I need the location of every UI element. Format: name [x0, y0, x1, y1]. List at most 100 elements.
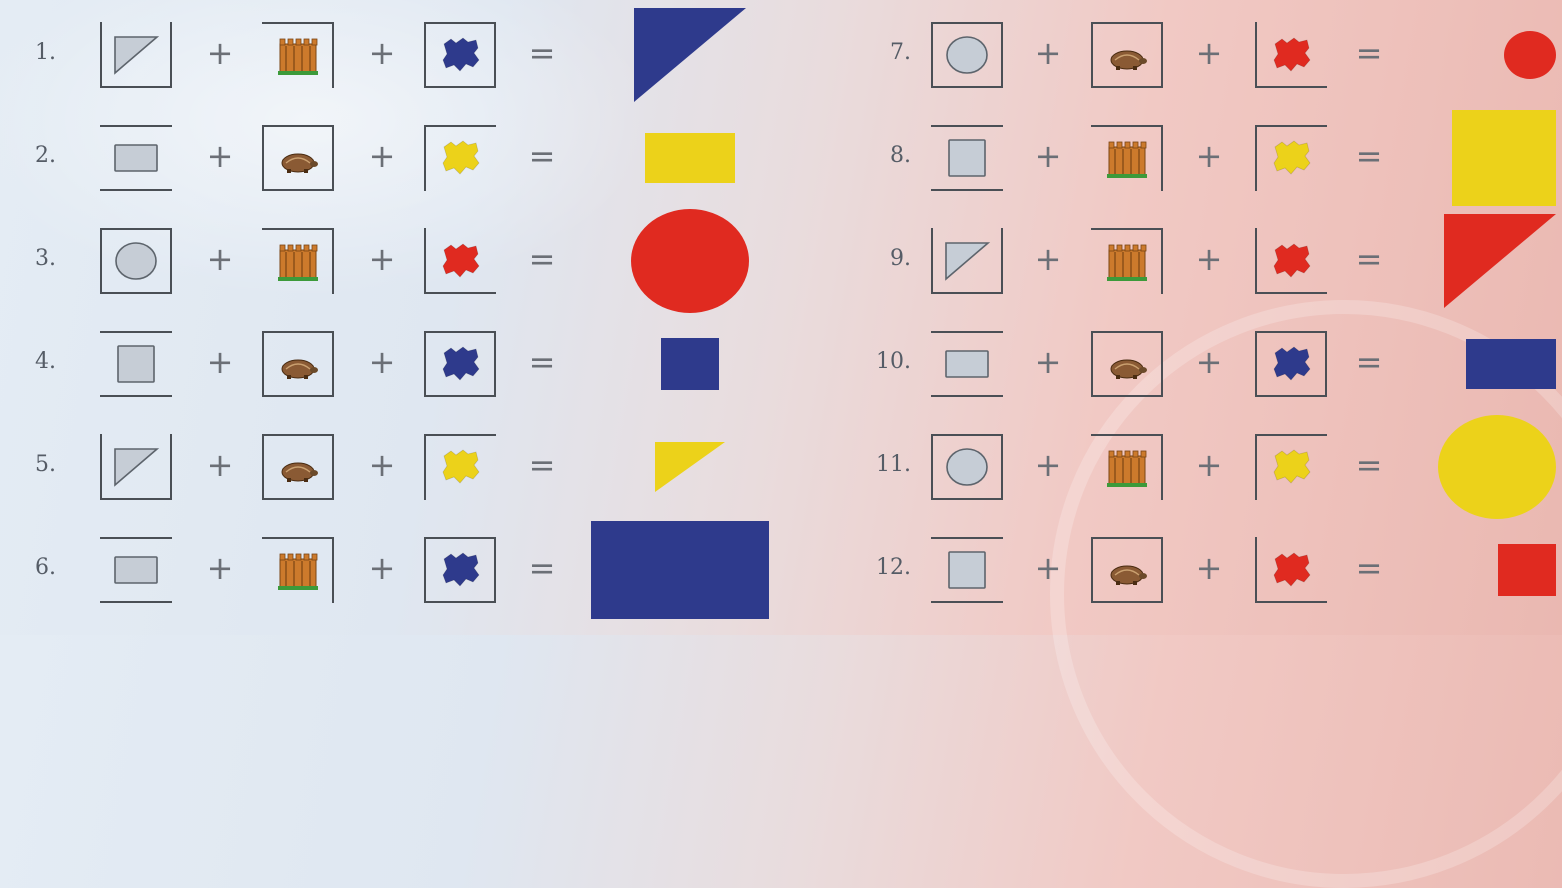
row-number: 8. — [821, 143, 911, 168]
shape-clue-box — [100, 125, 172, 191]
clue-icon-holder — [1267, 137, 1315, 179]
clue-icon-holder — [436, 446, 484, 488]
red-big-circle-shape — [631, 209, 749, 313]
row-number: 12. — [821, 555, 911, 580]
row-number: 11. — [821, 452, 911, 477]
castle-icon — [274, 240, 322, 282]
yellow-big-circle-shape — [1438, 415, 1556, 519]
turtle-icon — [1103, 549, 1151, 591]
size-clue-box — [1091, 22, 1163, 88]
plus-sign: + — [200, 34, 240, 72]
plus-sign: + — [1028, 343, 1068, 381]
shape-clue-box — [931, 331, 1003, 397]
turtle-icon — [274, 137, 322, 179]
plus-sign: + — [362, 343, 402, 381]
color-clue-box — [1255, 331, 1327, 397]
puzzle-row: 4.++= — [0, 311, 781, 416]
red-blob-icon — [1267, 240, 1315, 282]
red-blob-icon — [1267, 34, 1315, 76]
blue-blob-icon — [436, 549, 484, 591]
castle-icon — [1103, 240, 1151, 282]
clue-icon-holder — [274, 343, 322, 385]
shape-clue-box — [931, 228, 1003, 294]
plus-sign: + — [362, 240, 402, 278]
clue-icon-holder — [1103, 240, 1151, 282]
result-figure — [1438, 415, 1556, 523]
yellow-big-square-shape — [1452, 110, 1556, 206]
size-clue-box — [262, 22, 334, 88]
circle-outline-icon — [112, 240, 160, 282]
clue-icon-holder — [943, 549, 991, 591]
plus-sign: + — [1189, 137, 1229, 175]
clue-icon-holder — [112, 34, 160, 76]
clue-icon-holder — [1267, 240, 1315, 282]
rect-outline-icon — [112, 549, 160, 591]
clue-icon-holder — [943, 446, 991, 488]
plus-sign: + — [1189, 343, 1229, 381]
clue-icon-holder — [436, 240, 484, 282]
equals-sign: = — [522, 343, 562, 381]
plus-sign: + — [362, 549, 402, 587]
circle-outline-icon — [943, 446, 991, 488]
equals-sign: = — [522, 34, 562, 72]
puzzle-row: 3.++= — [0, 208, 781, 313]
clue-icon-holder — [1267, 343, 1315, 385]
clue-icon-holder — [1267, 549, 1315, 591]
plus-sign: + — [200, 549, 240, 587]
result-figure — [1466, 339, 1556, 393]
equals-sign: = — [522, 240, 562, 278]
clue-icon-holder — [943, 240, 991, 282]
clue-icon-holder — [1103, 446, 1151, 488]
puzzle-row: 10.++= — [781, 311, 1562, 416]
size-clue-box — [262, 537, 334, 603]
blue-small-square-shape — [661, 338, 719, 390]
yellow-small-rectangle-shape — [645, 133, 735, 183]
clue-icon-holder — [1103, 549, 1151, 591]
equals-sign: = — [1349, 446, 1389, 484]
puzzle-row: 7.++= — [781, 2, 1562, 107]
clue-icon-holder — [943, 137, 991, 179]
row-number: 5. — [8, 452, 56, 477]
square-outline-icon — [943, 137, 991, 179]
turtle-icon — [1103, 343, 1151, 385]
blue-big-rectangle-shape — [591, 521, 769, 619]
clue-icon-holder — [112, 137, 160, 179]
result-figure — [1444, 214, 1556, 312]
clue-icon-holder — [1267, 446, 1315, 488]
red-small-circle-shape — [1504, 31, 1556, 79]
row-number: 2. — [8, 143, 56, 168]
shape-clue-box — [931, 537, 1003, 603]
clue-icon-holder — [943, 34, 991, 76]
shape-clue-box — [100, 22, 172, 88]
plus-sign: + — [200, 137, 240, 175]
equals-sign: = — [1349, 137, 1389, 175]
equals-sign: = — [522, 446, 562, 484]
puzzle-row: 5.++= — [0, 414, 781, 519]
puzzle-column-left: 1.++=2.++=3.++=4.++=5.++=6.++= — [0, 0, 781, 635]
row-number: 7. — [821, 40, 911, 65]
result-figure — [591, 521, 769, 623]
size-clue-box — [262, 331, 334, 397]
result-figure — [1504, 31, 1556, 83]
color-clue-box — [1255, 22, 1327, 88]
color-clue-box — [424, 434, 496, 500]
clue-icon-holder — [274, 240, 322, 282]
result-figure — [1452, 110, 1556, 210]
size-clue-box — [262, 125, 334, 191]
blue-blob-icon — [436, 34, 484, 76]
plus-sign: + — [1189, 240, 1229, 278]
result-figure — [661, 338, 719, 394]
size-clue-box — [1091, 434, 1163, 500]
row-number: 3. — [8, 246, 56, 271]
puzzle-row: 12.++= — [781, 517, 1562, 622]
blue-blob-icon — [1267, 343, 1315, 385]
puzzle-row: 11.++= — [781, 414, 1562, 519]
castle-icon — [1103, 137, 1151, 179]
row-number: 4. — [8, 349, 56, 374]
turtle-icon — [274, 446, 322, 488]
clue-icon-holder — [112, 343, 160, 385]
color-clue-box — [424, 125, 496, 191]
result-figure — [634, 8, 746, 106]
clue-icon-holder — [274, 549, 322, 591]
clue-icon-holder — [436, 343, 484, 385]
